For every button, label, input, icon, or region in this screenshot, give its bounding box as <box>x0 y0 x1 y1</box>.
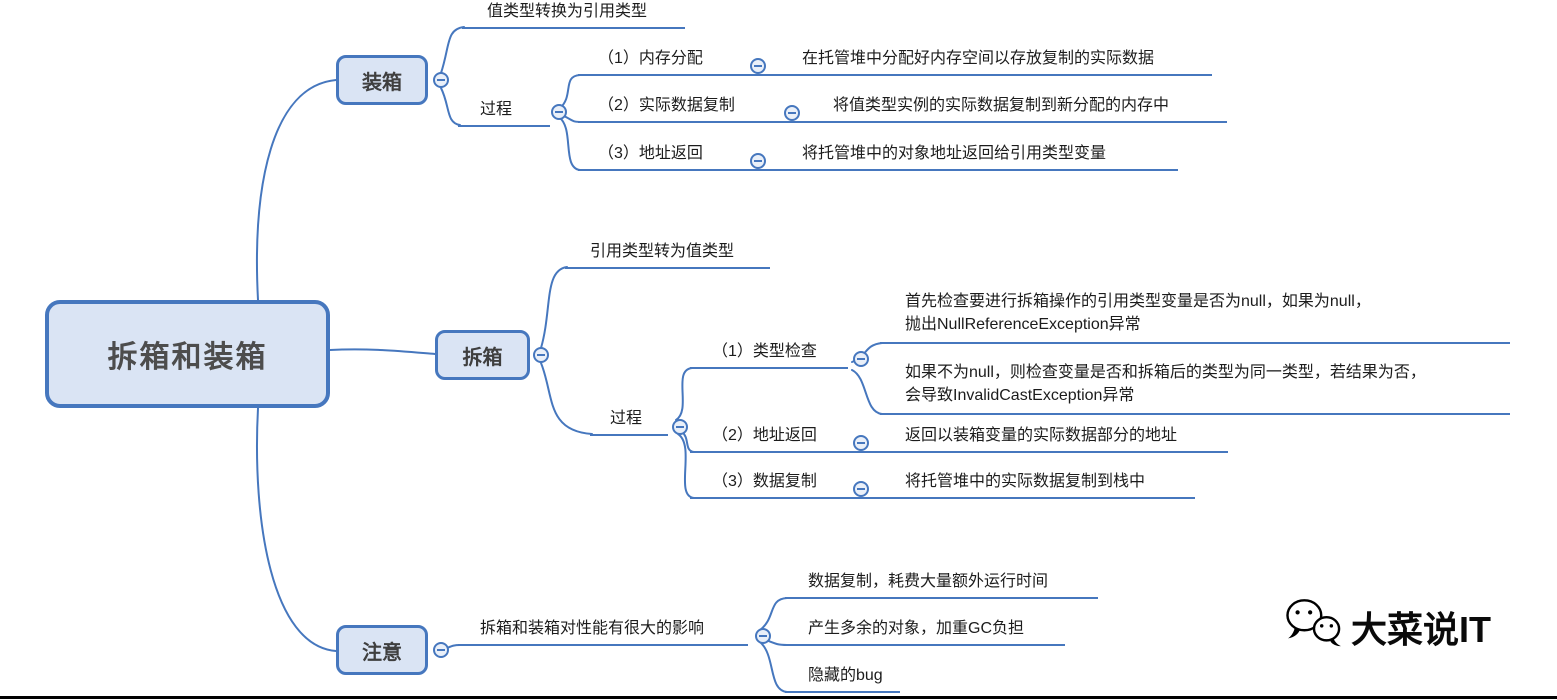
root-topic[interactable]: 拆箱和装箱 <box>45 300 330 408</box>
connector <box>677 433 695 499</box>
topic-unboxing-step3[interactable]: （3）数据复制 <box>690 472 880 499</box>
topic-boxing-step2[interactable]: （2）实际数据复制 <box>578 96 813 123</box>
topic-typecheck-note-null[interactable]: 首先检查要进行拆箱操作的引用类型变量是否为null，如果为null， 抛出Nul… <box>880 290 1510 344</box>
topic-notes-item3[interactable]: 隐藏的bug <box>785 666 900 693</box>
topic-boxing-step1[interactable]: （1）内存分配 <box>578 49 778 76</box>
collapse-icon[interactable] <box>750 58 766 74</box>
connector <box>440 87 461 126</box>
topic-boxing-step1-detail[interactable]: 在托管堆中分配好内存空间以存放复制的实际数据 <box>778 49 1212 76</box>
topic-boxing-step2-detail[interactable]: 将值类型实例的实际数据复制到新分配的内存中 <box>813 96 1227 123</box>
collapse-icon[interactable] <box>672 419 688 435</box>
topic-notes-item2[interactable]: 产生多余的对象，加重GC负担 <box>785 619 1065 646</box>
topic-unboxing-step2[interactable]: （2）地址返回 <box>690 426 880 453</box>
connector <box>759 597 788 631</box>
topic-boxing-definition[interactable]: 值类型转换为引用类型 <box>462 2 685 29</box>
topic-unboxing-step3-detail[interactable]: 将托管堆中的实际数据复制到栈中 <box>880 472 1195 499</box>
brand-logo-icon <box>1283 596 1345 659</box>
note-line: 首先检查要进行拆箱操作的引用类型变量是否为null，如果为null， <box>905 293 1371 310</box>
topic-notes-item1[interactable]: 数据复制，耗费大量额外运行时间 <box>785 572 1098 599</box>
watermark: 大菜说IT <box>1283 598 1491 656</box>
collapse-icon[interactable] <box>750 153 766 169</box>
connector <box>559 74 581 109</box>
topic-unboxing-step2-detail[interactable]: 返回以装箱变量的实际数据部分的地址 <box>880 426 1228 453</box>
collapse-icon[interactable] <box>433 642 449 658</box>
topic-notes[interactable]: 注意 <box>336 625 428 675</box>
topic-unboxing-step1[interactable]: （1）类型检查 <box>690 342 848 369</box>
topic-unboxing-process[interactable]: 过程 <box>590 409 668 436</box>
note-line: 抛出NullReferenceException异常 <box>905 316 1141 333</box>
bottom-divider <box>0 696 1557 699</box>
topic-boxing-step3[interactable]: （3）地址返回 <box>578 144 778 171</box>
topic-boxing-step3-detail[interactable]: 将托管堆中的对象地址返回给引用类型变量 <box>778 144 1178 171</box>
connector <box>440 26 465 74</box>
connector <box>540 266 568 349</box>
collapse-icon[interactable] <box>433 72 449 88</box>
connector <box>329 348 436 355</box>
connector <box>559 117 581 171</box>
topic-unboxing[interactable]: 拆箱 <box>435 330 530 380</box>
collapse-icon[interactable] <box>784 105 800 121</box>
connector <box>851 369 883 415</box>
collapse-icon[interactable] <box>853 435 869 451</box>
topic-boxing[interactable]: 装箱 <box>336 55 428 105</box>
connector <box>759 641 788 693</box>
topic-notes-summary[interactable]: 拆箱和装箱对性能有很大的影响 <box>458 619 748 646</box>
connector <box>540 362 593 435</box>
connector <box>255 79 337 301</box>
note-line: 会导致InvalidCastException异常 <box>905 387 1135 404</box>
topic-boxing-process[interactable]: 过程 <box>458 100 550 127</box>
collapse-icon[interactable] <box>755 628 771 644</box>
collapse-icon[interactable] <box>551 104 567 120</box>
collapse-icon[interactable] <box>533 347 549 363</box>
connector <box>255 407 337 652</box>
collapse-icon[interactable] <box>853 481 869 497</box>
topic-unboxing-definition[interactable]: 引用类型转为值类型 <box>565 242 770 269</box>
collapse-icon[interactable] <box>853 351 869 367</box>
watermark-text: 大菜说IT <box>1351 609 1491 650</box>
topic-typecheck-note-cast[interactable]: 如果不为null，则检查变量是否和拆箱后的类型为同一类型，若结果为否， 会导致I… <box>880 361 1510 415</box>
note-line: 如果不为null，则检查变量是否和拆箱后的类型为同一类型，若结果为否， <box>905 364 1426 381</box>
connector <box>675 367 693 421</box>
